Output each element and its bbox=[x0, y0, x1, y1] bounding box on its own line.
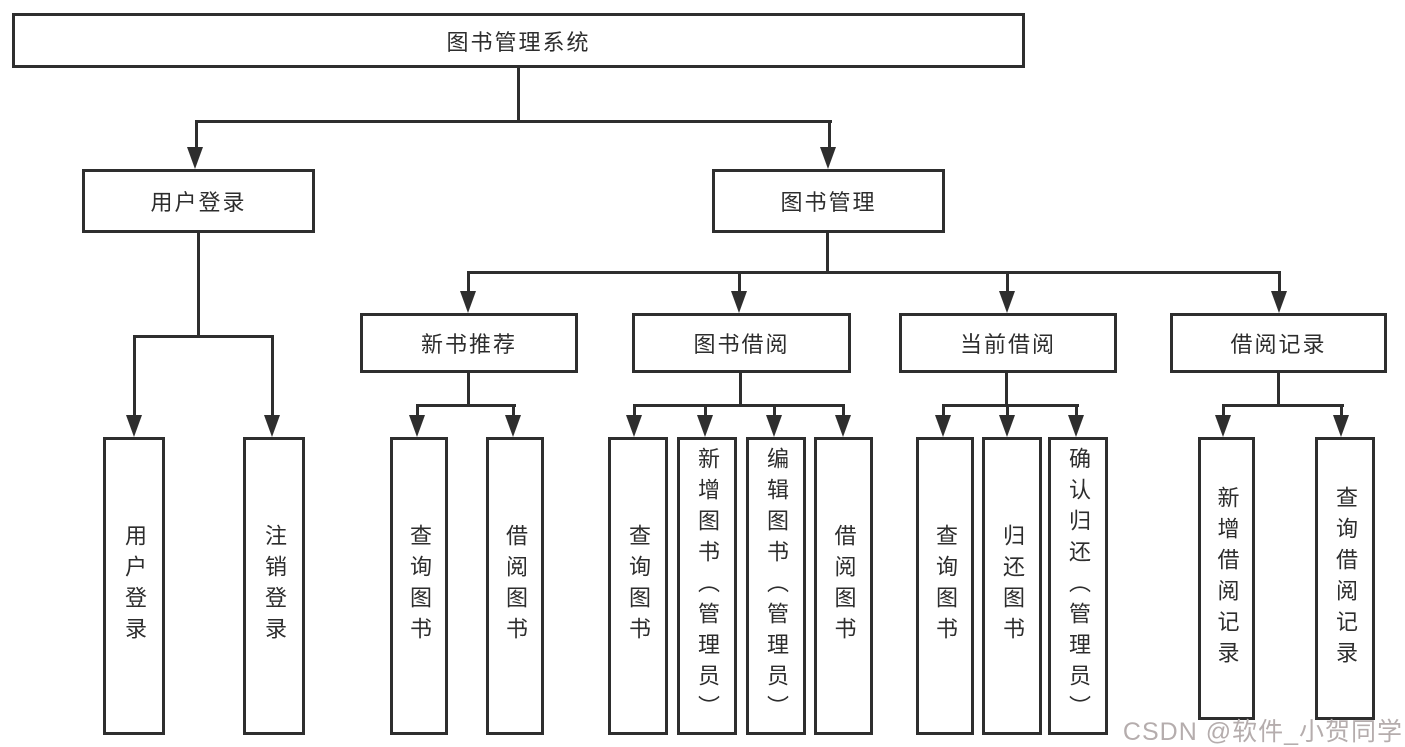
connector-line bbox=[417, 404, 516, 407]
leaf-label: 归还图书 bbox=[1000, 524, 1025, 648]
csdn-watermark: CSDN @软件_小贺同学 bbox=[1122, 718, 1403, 746]
arrowhead-icon bbox=[1333, 415, 1349, 437]
arrowhead-icon bbox=[766, 415, 782, 437]
leaf-label: 新增图书（管理员） bbox=[695, 446, 720, 726]
connector-line bbox=[826, 233, 829, 273]
leaf-label: 查询图书 bbox=[407, 524, 432, 648]
connector-line bbox=[271, 335, 274, 415]
arrowhead-icon bbox=[820, 147, 836, 169]
connector-line bbox=[133, 335, 136, 415]
connector-line bbox=[828, 120, 831, 150]
leaf-query-books: 查询图书 bbox=[390, 437, 448, 735]
leaf-query-books: 查询图书 bbox=[608, 437, 668, 735]
connector-line bbox=[704, 404, 707, 417]
connector-line bbox=[842, 404, 845, 417]
arrowhead-icon bbox=[409, 415, 425, 437]
arrowhead-icon bbox=[187, 147, 203, 169]
leaf-borrow-books: 借阅图书 bbox=[486, 437, 544, 735]
node-book-borrowing: 图书借阅 bbox=[632, 313, 851, 373]
arrowhead-icon bbox=[697, 415, 713, 437]
node-user-login: 用户登录 bbox=[82, 169, 315, 233]
leaf-label: 查询图书 bbox=[933, 524, 958, 648]
node-current-borrowing: 当前借阅 bbox=[899, 313, 1117, 373]
connector-line bbox=[1222, 404, 1344, 407]
arrowhead-icon bbox=[731, 291, 747, 313]
leaf-label: 新增借阅记录 bbox=[1214, 485, 1240, 672]
leaf-label: 确认归还（管理员） bbox=[1066, 446, 1091, 726]
connector-line bbox=[1075, 404, 1078, 417]
leaf-logout: 注销登录 bbox=[243, 437, 305, 735]
leaf-return-books: 归还图书 bbox=[982, 437, 1042, 735]
arrowhead-icon bbox=[505, 415, 521, 437]
connector-line bbox=[512, 404, 515, 417]
connector-line bbox=[1006, 404, 1009, 417]
arrowhead-icon bbox=[1068, 415, 1084, 437]
arrowhead-icon bbox=[1215, 415, 1231, 437]
connector-line bbox=[1340, 404, 1343, 417]
leaf-query-books: 查询图书 bbox=[916, 437, 974, 735]
leaf-label: 编辑图书（管理员） bbox=[764, 446, 789, 726]
connector-line bbox=[133, 335, 274, 338]
connector-line bbox=[467, 271, 1281, 274]
leaf-label: 用户登录 bbox=[122, 524, 147, 648]
arrowhead-icon bbox=[126, 415, 142, 437]
leaf-label: 借阅图书 bbox=[831, 524, 857, 648]
connector-line bbox=[195, 120, 198, 150]
connector-line bbox=[1005, 373, 1008, 406]
arrowhead-icon bbox=[626, 415, 642, 437]
arrowhead-icon bbox=[999, 415, 1015, 437]
leaf-confirm-return-admin: 确认归还（管理员） bbox=[1048, 437, 1108, 735]
connector-line bbox=[517, 68, 520, 122]
connector-line bbox=[1222, 404, 1225, 417]
connector-line bbox=[942, 404, 1079, 407]
leaf-user-login: 用户登录 bbox=[103, 437, 165, 735]
connector-line bbox=[739, 373, 742, 406]
connector-line bbox=[738, 271, 741, 293]
leaf-label: 注销登录 bbox=[262, 524, 287, 648]
leaf-label: 查询图书 bbox=[626, 524, 651, 648]
connector-line bbox=[942, 404, 945, 417]
arrowhead-icon bbox=[460, 291, 476, 313]
connector-line bbox=[1277, 373, 1280, 406]
connector-line bbox=[467, 271, 470, 293]
leaf-add-borrow-record: 新增借阅记录 bbox=[1198, 437, 1255, 720]
connector-line bbox=[416, 404, 419, 417]
leaf-label: 查询借阅记录 bbox=[1333, 485, 1358, 672]
arrowhead-icon bbox=[1271, 291, 1287, 313]
arrowhead-icon bbox=[935, 415, 951, 437]
arrowhead-icon bbox=[835, 415, 851, 437]
node-book-management: 图书管理 bbox=[712, 169, 945, 233]
leaf-borrow-books: 借阅图书 bbox=[814, 437, 873, 735]
leaf-label: 借阅图书 bbox=[503, 524, 528, 648]
leaf-query-borrow-record: 查询借阅记录 bbox=[1315, 437, 1375, 720]
connector-line bbox=[1278, 271, 1281, 293]
connector-line bbox=[1006, 271, 1009, 293]
connector-line bbox=[633, 404, 636, 417]
arrowhead-icon bbox=[264, 415, 280, 437]
connector-line bbox=[467, 373, 470, 406]
leaf-edit-book-admin: 编辑图书（管理员） bbox=[746, 437, 806, 735]
node-borrow-records: 借阅记录 bbox=[1170, 313, 1387, 373]
connector-line bbox=[633, 404, 845, 407]
connector-line bbox=[197, 233, 200, 337]
node-new-book-recommend: 新书推荐 bbox=[360, 313, 578, 373]
node-root: 图书管理系统 bbox=[12, 13, 1025, 68]
connector-line bbox=[773, 404, 776, 417]
leaf-add-book-admin: 新增图书（管理员） bbox=[677, 437, 737, 735]
arrowhead-icon bbox=[999, 291, 1015, 313]
connector-line bbox=[196, 120, 832, 123]
